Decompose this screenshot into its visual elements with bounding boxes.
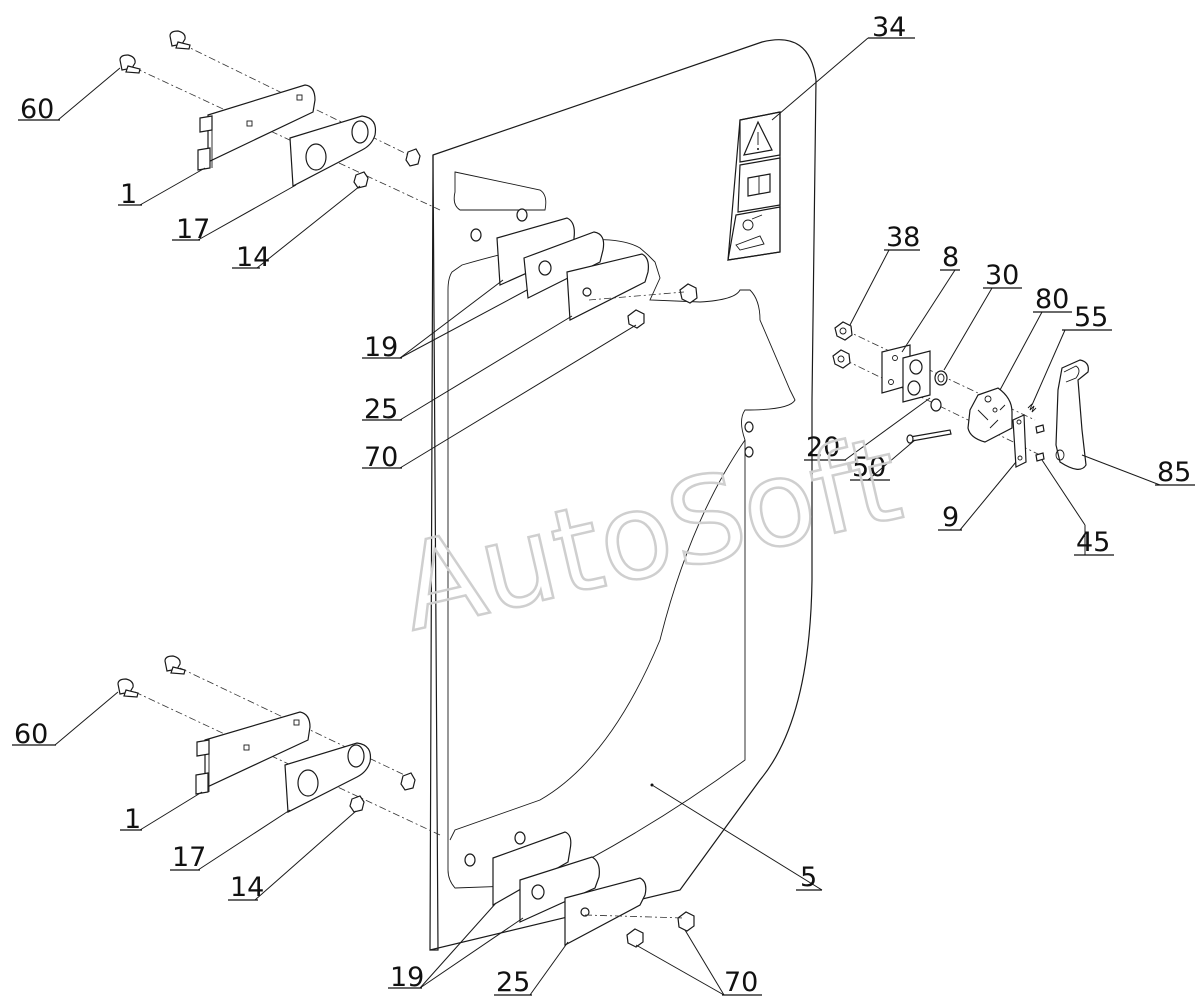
label-45: 45 — [1076, 527, 1110, 558]
label-30: 30 — [985, 260, 1019, 291]
label-50: 50 — [852, 452, 886, 483]
latch-exploded — [832, 321, 1089, 470]
label-1-lower: 1 — [124, 804, 141, 835]
label-14-lower: 14 — [230, 872, 264, 903]
upper-hinge-exploded — [119, 30, 421, 189]
label-5: 5 — [800, 862, 817, 893]
label-85: 85 — [1157, 457, 1191, 488]
label-8: 8 — [942, 242, 959, 273]
label-80: 80 — [1035, 284, 1069, 315]
lower-hinge-exploded — [117, 655, 416, 813]
upper-hinge-plates — [470, 208, 649, 321]
label-1-upper: 1 — [120, 179, 137, 210]
lower-hinge-plates — [464, 831, 647, 946]
label-70-lower: 70 — [724, 967, 758, 998]
label-55: 55 — [1074, 302, 1108, 333]
label-38: 38 — [886, 222, 920, 253]
nut-70-lower — [626, 911, 695, 948]
warning-decal — [727, 111, 781, 261]
part-labels: 34 60 1 17 14 19 25 70 38 8 30 80 55 20 … — [12, 12, 1195, 998]
label-25-lower: 25 — [496, 967, 530, 998]
label-20: 20 — [806, 432, 840, 463]
label-9: 9 — [942, 502, 959, 533]
nut-70-upper — [627, 283, 698, 329]
leader-lines — [54, 37, 1161, 996]
label-17-lower: 17 — [172, 842, 206, 873]
